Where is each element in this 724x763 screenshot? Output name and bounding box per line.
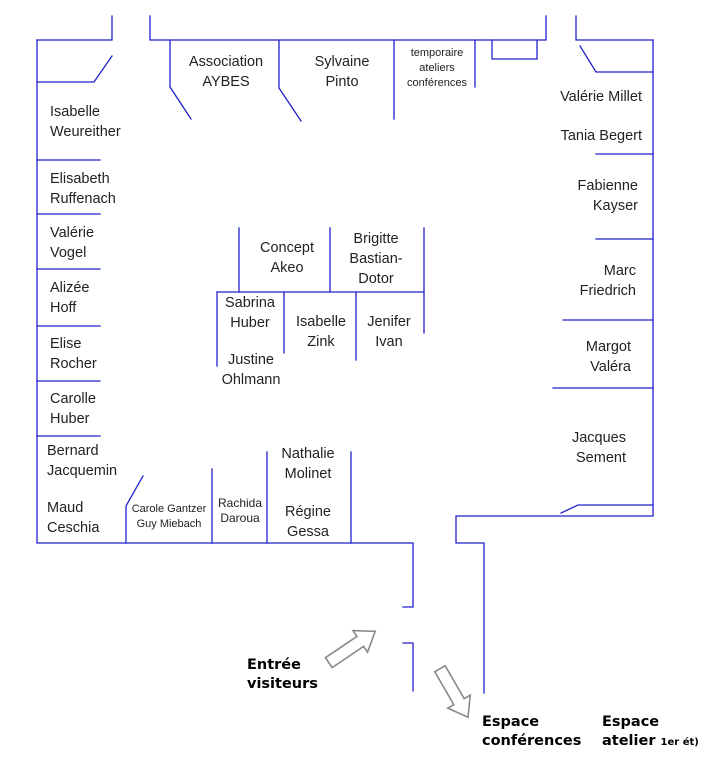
walls: [36, 15, 654, 694]
wall-right-diagonal: [579, 45, 654, 73]
stand-rachida-daroua: Rachida Daroua: [217, 496, 263, 525]
wall-left-outer: [36, 39, 414, 608]
stand-justine-ohlmann: Justine Ohlmann: [221, 352, 281, 388]
stand-alizee-hoff: Alizée Hoff: [50, 280, 90, 316]
wall-aybes-divider: [169, 39, 192, 120]
entrance-line2: visiteurs: [247, 676, 318, 692]
stand-jacques-sement: Jacques Sement: [571, 430, 626, 466]
stand-nathalie-molinet: Nathalie Molinet: [281, 446, 335, 482]
espace-conferences-label: Espace conférences: [482, 713, 581, 751]
stand-brigitte-bastian: Brigitte Bastian- Dotor: [349, 231, 403, 287]
stand-marc-friedrich: Marc Friedrich: [579, 263, 636, 299]
entrance-arrow: [324, 629, 377, 669]
wall-top: [149, 15, 547, 41]
stand-valerie-millet: Valérie Millet: [560, 89, 642, 105]
conference-arrow: [433, 664, 472, 719]
espace-atelier-line1: Espace: [602, 714, 660, 730]
stand-sabrina-huber: Sabrina Huber: [225, 295, 275, 331]
wall-entrance-lower: [402, 642, 414, 692]
stand-carole-guy: Carole Gantzer Guy Miebach: [131, 503, 207, 530]
wall-pinto-divider: [278, 39, 302, 122]
stand-jenifer-ivan: Jenifer Ivan: [367, 314, 411, 350]
divider-carole: [125, 475, 144, 544]
stand-association-aybes: Association AYBES: [188, 54, 264, 90]
stand-isabelle-weureither: Isabelle Weureither: [50, 104, 121, 140]
stand-fabienne-kayser: Fabienne Kayser: [577, 178, 638, 214]
stand-bernard-jacquemin: Bernard Jacquemin: [47, 443, 118, 479]
stand-concept-akeo: Concept Akeo: [259, 240, 315, 276]
stand-valerie-vogel: Valérie Vogel: [50, 225, 95, 261]
espace-atelier-label: Espace atelier 1er ét): [602, 713, 699, 752]
stand-elisabeth-ruffenach: Elisabeth Ruffenach: [50, 171, 116, 207]
espace-atelier-suffix: 1er ét): [660, 737, 699, 748]
entrance-line1: Entrée: [247, 657, 301, 673]
stand-margot-valera: Margot Valéra: [585, 339, 631, 375]
stand-temporaire: temporaire ateliers conférences: [407, 47, 467, 89]
entrance-label: Entrée visiteurs: [247, 656, 318, 694]
wall-top-left: [36, 15, 113, 41]
stand-maud-ceschia: Maud Ceschia: [47, 500, 100, 536]
stand-carolle-huber: Carolle Huber: [50, 391, 96, 427]
stand-tania-begert: Tania Begert: [560, 128, 642, 144]
wall-left-diagonal: [36, 55, 113, 83]
stand-sylvaine-pinto: Sylvaine Pinto: [314, 54, 370, 90]
stand-elise-rocher: Elise Rocher: [50, 336, 97, 372]
espace-conferences-line2: conférences: [482, 733, 582, 749]
espace-conferences-line1: Espace: [482, 714, 540, 730]
wall-top-right: [575, 15, 654, 41]
wall-right-outer: [560, 39, 654, 514]
espace-atelier-line2: atelier: [602, 733, 656, 749]
stand-isabelle-zink: Isabelle Zink: [296, 314, 346, 350]
wall-small-box: [491, 39, 538, 60]
wall-lower-corridor: [455, 504, 654, 694]
stand-regine-gessa: Régine Gessa: [285, 504, 331, 540]
